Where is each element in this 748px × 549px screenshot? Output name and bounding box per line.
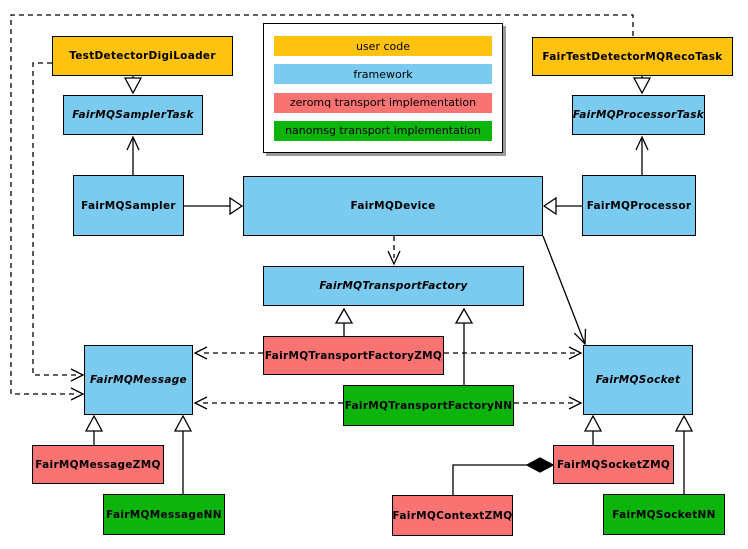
node-fair-test-detector-mq-reco-task: FairTestDetectorMQRecoTask — [532, 37, 733, 76]
legend-label-nanomsg-transport: nanomsg transport implementation — [285, 124, 481, 138]
node-label: FairMQTransportFactoryZMQ — [264, 349, 443, 362]
node-label: FairMQSamplerTask — [72, 109, 194, 121]
legend-item-nanomsg-transport: nanomsg transport implementation — [274, 120, 492, 141]
node-label: FairMQContextZMQ — [392, 509, 513, 522]
node-fair-mq-transport-factory-zmq: FairMQTransportFactoryZMQ — [263, 336, 444, 375]
legend-item-zeromq-transport: zeromq transport implementation — [274, 92, 492, 113]
node-fair-mq-context-zmq: FairMQContextZMQ — [392, 495, 513, 536]
association-sampler-samplertask — [127, 137, 139, 175]
node-label: FairMQMessageNN — [106, 508, 222, 521]
node-fair-mq-socket-zmq: FairMQSocketZMQ — [553, 445, 674, 484]
node-test-detector-digi-loader: TestDetectorDigiLoader — [52, 36, 233, 76]
legend-item-user-code: user code — [274, 36, 492, 56]
node-fair-mq-message-nn: FairMQMessageNN — [103, 494, 225, 535]
node-label: FairMQMessage — [90, 374, 187, 386]
generalization-transportfactorynn-transportfactory — [456, 309, 472, 385]
node-label: TestDetectorDigiLoader — [69, 50, 216, 62]
node-fair-mq-message-zmq: FairMQMessageZMQ — [32, 445, 164, 484]
association-processor-processortask — [636, 137, 648, 175]
node-label: FairMQSocketZMQ — [556, 458, 671, 471]
generalization-processor-device — [544, 198, 582, 214]
node-fair-mq-processor: FairMQProcessor — [582, 175, 696, 236]
node-label: FairMQSocketNN — [612, 508, 716, 521]
node-fair-mq-message: FairMQMessage — [84, 345, 193, 415]
generalization-sampler-device — [184, 198, 242, 214]
node-fair-mq-sampler-task: FairMQSamplerTask — [63, 95, 203, 135]
generalization-socketzmq-socket — [585, 416, 601, 445]
node-label: FairMQMessageZMQ — [35, 458, 161, 471]
node-label: FairMQProcessorTask — [572, 109, 705, 121]
node-label: FairTestDetectorMQRecoTask — [542, 50, 723, 63]
node-fair-mq-socket-nn: FairMQSocketNN — [603, 494, 725, 535]
legend-label-user-code: user code — [355, 39, 411, 53]
node-label: FairMQSocket — [595, 374, 681, 386]
generalization-messagenn-message — [175, 416, 191, 494]
node-fair-mq-socket: FairMQSocket — [583, 345, 693, 415]
generalization-socketnn-socket — [676, 416, 692, 494]
generalization-digiloader-samplertask — [125, 76, 141, 93]
node-fair-mq-sampler: FairMQSampler — [73, 175, 184, 236]
node-label: FairMQSampler — [81, 199, 176, 212]
node-fair-mq-device: FairMQDevice — [243, 176, 543, 236]
node-label: FairMQProcessor — [586, 199, 692, 212]
node-fair-mq-transport-factory-nn: FairMQTransportFactoryNN — [343, 385, 514, 426]
dependency-recotask-message — [11, 15, 633, 400]
node-fair-mq-processor-task: FairMQProcessorTask — [572, 95, 705, 135]
composition-socketzmq-contextzmq — [453, 458, 553, 495]
dependency-transportfactorynn-socket — [514, 397, 581, 409]
node-label: FairMQDevice — [350, 200, 436, 212]
generalization-messagezmq-message — [86, 416, 102, 445]
legend-label-framework: framework — [353, 67, 413, 81]
dependency-device-transportfactory — [388, 236, 400, 264]
dependency-transportfactorynn-message — [195, 397, 343, 409]
dependency-transportfactoryzmq-message — [195, 347, 263, 359]
node-label: FairMQTransportFactoryNN — [344, 399, 513, 412]
legend-label-zeromq-transport: zeromq transport implementation — [289, 96, 477, 110]
generalization-recotask-processortask — [634, 76, 650, 93]
legend-item-framework: framework — [274, 64, 492, 85]
node-fair-mq-transport-factory: FairMQTransportFactory — [263, 266, 524, 306]
generalization-transportfactoryzmq-transportfactory — [336, 309, 352, 336]
dependency-transportfactoryzmq-socket — [444, 347, 581, 359]
association-device-socket — [543, 236, 586, 344]
dependency-digiloader-message — [33, 63, 83, 381]
node-label: FairMQTransportFactory — [319, 280, 468, 292]
legend: user code framework zeromq transport imp… — [263, 23, 503, 153]
